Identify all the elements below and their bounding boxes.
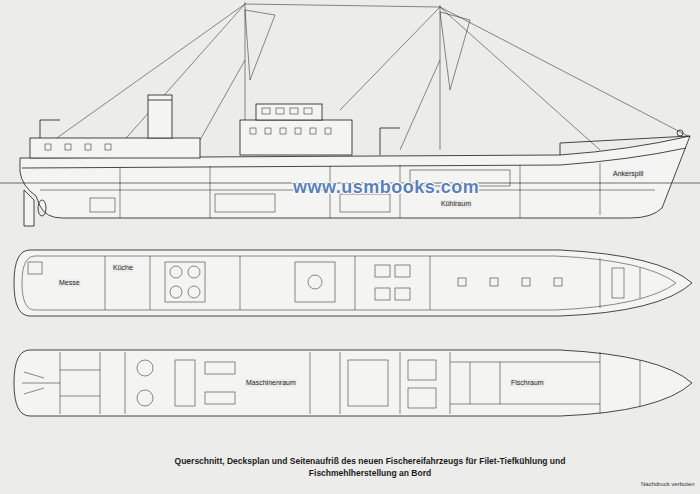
rigging [40, 2, 688, 150]
room-label: Küche [112, 264, 134, 272]
deck-plan [14, 250, 692, 316]
note: Nachdruck verboten [640, 481, 696, 488]
watermark: www.usmbooks.com [292, 178, 480, 198]
room-label: Maschinenraum [245, 379, 297, 387]
room-label: Kühlraum [440, 200, 472, 208]
room-label: Fischraum [510, 379, 545, 387]
room-label: Messe [58, 279, 81, 287]
lower-deck-plan [14, 350, 692, 416]
part-label: Ankerspill [612, 170, 644, 178]
caption: Querschnitt, Decksplan und Seitenaufriß … [160, 455, 580, 480]
side-elevation [0, 95, 700, 226]
